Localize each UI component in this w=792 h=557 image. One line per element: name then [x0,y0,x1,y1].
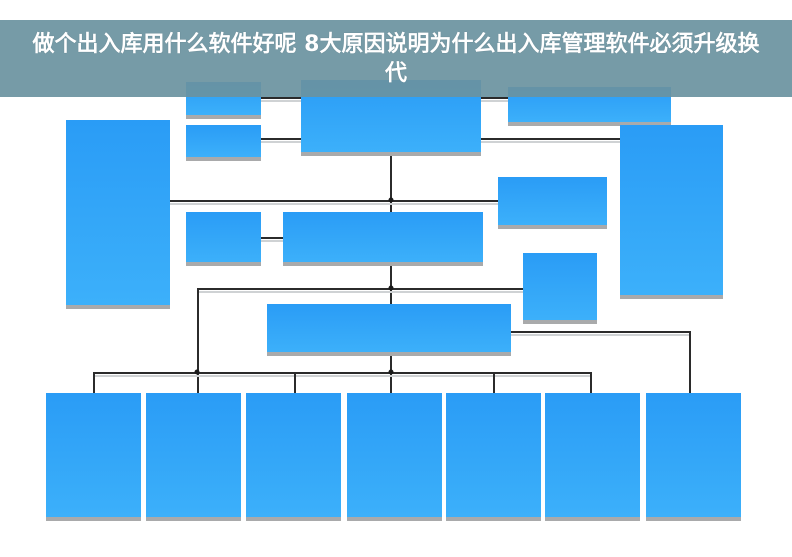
connector-line [93,372,95,393]
connector-line [481,138,620,140]
box-right-tall [620,125,723,295]
junction-node [388,197,394,203]
connector-line [261,138,301,140]
connector-line [511,331,690,333]
box-mid-left-small [186,212,261,262]
page-title: 做个出入库用什么软件好呢 8大原因说明为什么出入库管理软件必须升级换代 [32,31,760,86]
connector-line [197,288,523,290]
title-banner: 做个出入库用什么软件好呢 8大原因说明为什么出入库管理软件必须升级换代 [0,20,792,97]
box-left-tall [66,120,170,305]
connector-line [93,372,591,374]
box-bottom-3 [246,393,341,517]
connector-line [390,262,392,304]
connector-line [481,97,508,99]
box-mid-center [283,212,483,262]
box-lower-center [267,304,511,352]
box-bottom-4 [347,393,442,517]
box-top-left-small-2 [186,125,261,157]
junction-node [388,285,394,291]
box-bottom-7 [646,393,741,517]
connector-line [261,97,301,99]
box-mid-right-1 [498,177,607,225]
box-bottom-2 [146,393,241,517]
junction-node [194,369,200,375]
box-bottom-1 [46,393,141,517]
connector-line [689,331,691,393]
connector-line [294,372,296,393]
junction-node [388,369,394,375]
connector-line [261,237,283,239]
connector-line [170,200,498,202]
connector-line [197,288,199,393]
box-bottom-6 [545,393,640,517]
connector-line [590,372,592,393]
box-bottom-5 [446,393,541,517]
connector-line [493,372,495,393]
connector-line [390,152,392,212]
box-mid-right-2 [523,253,597,320]
